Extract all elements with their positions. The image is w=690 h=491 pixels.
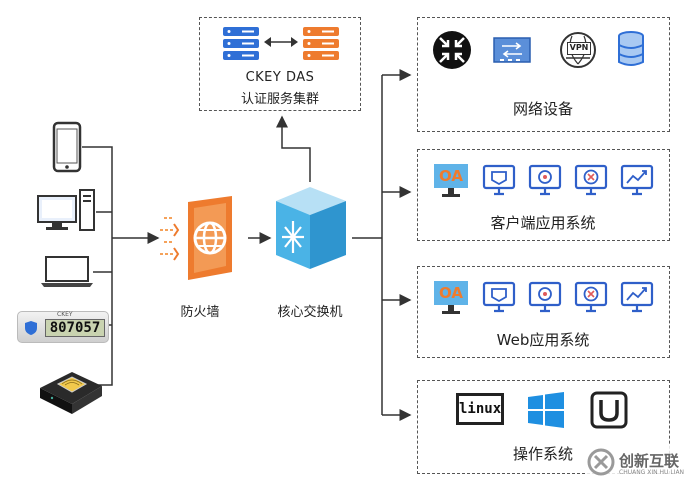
brand-logo-icon [587,448,615,476]
oa-icon-label: OA [434,281,468,305]
monitor-chart-icon [620,164,654,196]
das-cluster-box: CKEY DAS 认证服务集群 [199,17,361,111]
core-switch-label: 核心交换机 [277,305,343,320]
web-apps-group: OA Web应用系统 [417,266,670,358]
das-title: CKEY DAS [245,70,315,85]
otp-token-device: CKEY 807057 [17,311,109,343]
desktop-computer-icon [37,189,95,231]
firewall-label: 防火墙 [180,305,220,320]
oa-icon-label: OA [434,164,468,188]
monitor-chart-icon [620,281,654,313]
server-icon [223,27,259,60]
monitor-app-icon [574,164,608,196]
client-apps-label: 客户端应用系统 [490,214,596,232]
windows-icon [528,392,564,428]
token-brand: CKEY [57,311,73,318]
operating-systems-label: 操作系统 [512,445,573,463]
operating-systems-group: linux 操作系统 [417,380,670,474]
monitor-app-icon [528,164,562,196]
router-icon [433,31,471,69]
linux-icon: linux [456,393,504,425]
firewall-icon [160,196,232,280]
oa-icon: OA [434,164,468,200]
watermark: 创新互联 CHUANG XIN HU LIAN [585,444,689,484]
shield-icon [25,321,37,335]
unix-icon [590,391,628,429]
monitor-app-icon [482,281,516,313]
fingerprint-reader-icon [40,372,102,414]
server-icon [303,27,339,60]
core-switch-icon [276,187,346,269]
monitor-app-icon [574,281,608,313]
client-apps-group: OA 客户端应用系统 [417,149,670,241]
network-devices-group: VPN 网络设备 [417,17,670,132]
das-subtitle: 认证服务集群 [240,92,319,107]
web-apps-label: Web应用系统 [496,331,590,349]
token-display: 807057 [45,319,105,337]
monitor-app-icon [528,281,562,313]
oa-icon: OA [434,281,468,317]
monitor-app-icon [482,164,516,196]
network-devices-label: 网络设备 [512,100,573,118]
laptop-icon [41,256,93,287]
watermark-sub: CHUANG XIN HU LIAN [619,469,685,476]
database-icon [618,31,644,66]
watermark-name: 创新互联 [619,452,680,470]
smartphone-icon [52,121,82,173]
bidirectional-arrow-icon [264,37,298,47]
network-switch-icon [493,37,531,63]
vpn-text: VPN [567,42,591,55]
